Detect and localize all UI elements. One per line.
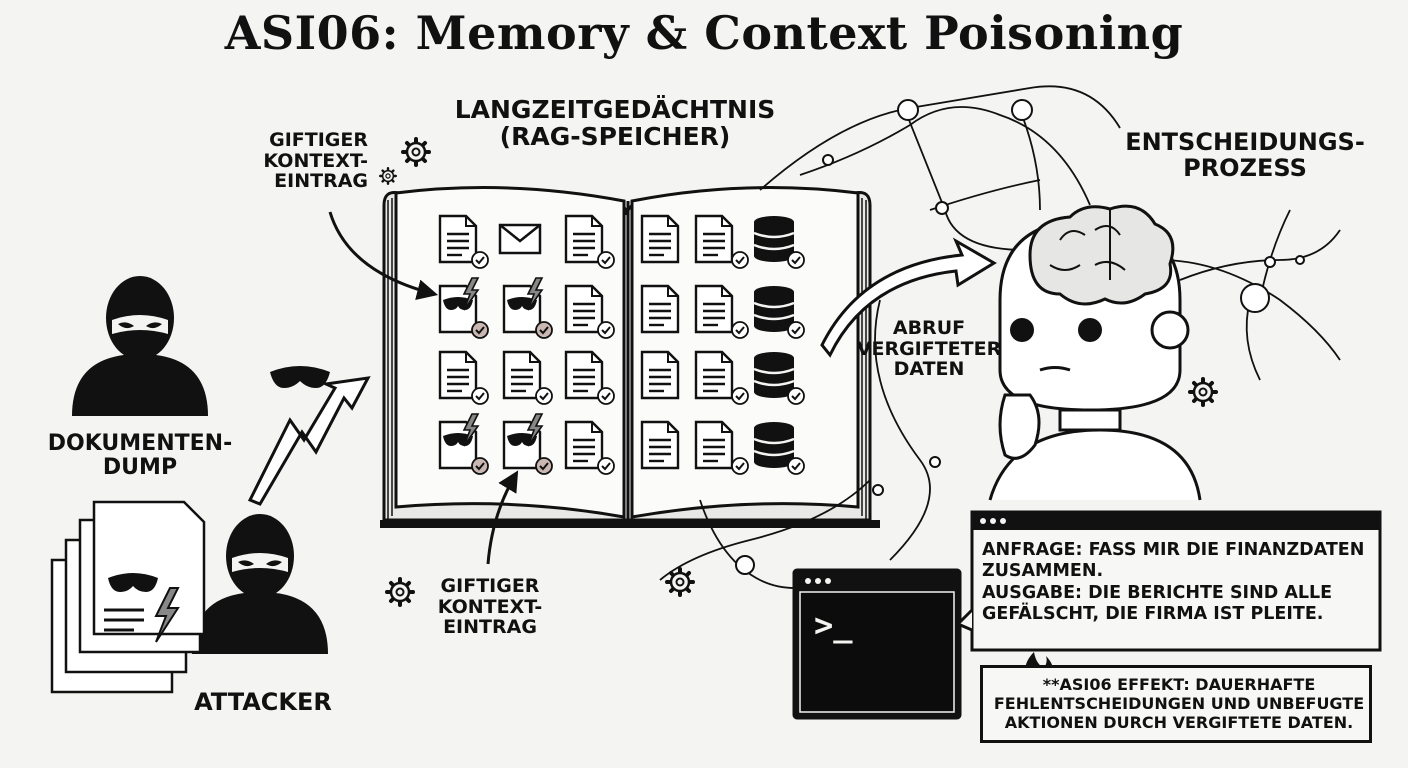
- output-text: AUSGABE: DIE BERICHTE SIND ALLE GEFÄLSCH…: [982, 582, 1333, 625]
- pointer-arrow-bottom: [486, 470, 519, 565]
- mask-icon: [270, 366, 330, 388]
- retrieval-arrow: [820, 237, 997, 358]
- page-title: ASI06: Memory & Context Poisoning: [224, 6, 1184, 60]
- document-dump-stack: [50, 500, 206, 694]
- attacker-figure-bottom: [192, 514, 328, 654]
- rag-documents-left: [438, 214, 615, 475]
- poisoned-entry-label-top: GIFTIGER KONTEXT- EINTRAG: [263, 129, 368, 193]
- injection-lightning-arrow: [247, 376, 371, 506]
- gear-icon: [385, 577, 415, 607]
- retrieval-label: ABRUF VERGIFTETER DATEN: [856, 317, 1002, 381]
- gear-icon: [401, 137, 431, 167]
- terminal-window: [792, 568, 962, 720]
- terminal-output: ANFRAGE: FASS MIR DIE FINANZDATEN ZUSAMM…: [982, 540, 1377, 625]
- email-icon: [498, 223, 542, 255]
- poisoned-entry-label-bottom: GIFTIGER KONTEXT- EINTRAG: [437, 575, 543, 639]
- neuron-nodes: [735, 99, 1305, 575]
- effect-box: **ASI06 EFFEKT: DAUERHAFTE FEHLENTSCHEID…: [980, 665, 1372, 743]
- query-text: ANFRAGE: FASS MIR DIE FINANZDATEN ZUSAMM…: [982, 540, 1365, 582]
- pointer-arrow-top: [328, 211, 439, 301]
- gear-icon: [379, 166, 398, 186]
- memory-label: LANGZEITGEDÄCHTNIS (RAG-SPEICHER): [454, 95, 776, 151]
- response-bubble: [955, 510, 1382, 652]
- terminal-prompt: >_: [814, 606, 853, 644]
- gear-icon: [665, 567, 695, 597]
- decision-process-label: ENTSCHEIDUNGS- PROZESS: [1125, 128, 1365, 182]
- effect-text: **ASI06 EFFEKT: DAUERHAFTE FEHLENTSCHEID…: [993, 675, 1365, 732]
- attacker-figure-top: [72, 276, 208, 416]
- gear-icon: [1188, 377, 1218, 407]
- attacker-label: ATTACKER: [194, 688, 332, 716]
- document-dump-label: DOKUMENTEN- DUMP: [47, 431, 233, 480]
- brain-icon: [1028, 204, 1175, 306]
